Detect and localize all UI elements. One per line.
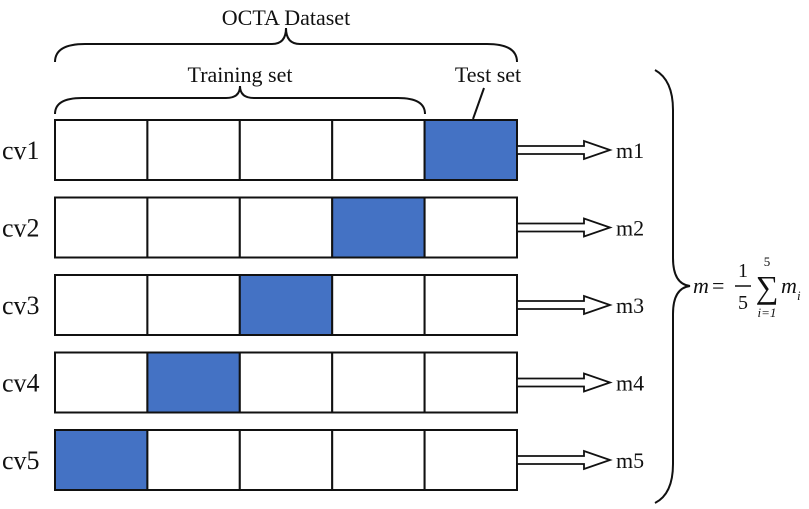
cv-rows: cv1 m1 cv2 m2 cv3 m3 cv4 m4 cv5 m5 xyxy=(2,119,644,491)
training-fold xyxy=(146,274,241,336)
test-fold xyxy=(238,274,334,336)
fold-metric: m4 xyxy=(616,371,644,396)
formula-sum-upper: 5 xyxy=(764,254,771,269)
test-fold xyxy=(146,351,241,414)
training-fold xyxy=(423,429,519,491)
formula-equals: = xyxy=(712,273,724,298)
training-set-label: Training set xyxy=(188,62,293,87)
cv-label: cv1 xyxy=(2,136,40,165)
result-arrow xyxy=(516,217,613,238)
fold-metric: m1 xyxy=(616,138,644,163)
test-fold xyxy=(54,429,149,491)
formula-term-subscript: i xyxy=(797,288,801,303)
test-fold xyxy=(423,119,519,181)
result-arrow xyxy=(516,294,613,316)
training-fold xyxy=(54,196,149,259)
training-fold xyxy=(238,429,334,491)
aggregation-bracket xyxy=(654,69,691,504)
formula-lhs: m xyxy=(693,273,709,298)
training-fold xyxy=(238,196,334,259)
training-set-brace xyxy=(54,85,426,115)
training-fold xyxy=(146,119,241,181)
training-fold xyxy=(331,119,426,181)
formula-sum-symbol: ∑ xyxy=(756,269,779,305)
cv-label: cv2 xyxy=(2,214,40,243)
training-fold xyxy=(146,429,241,491)
formula-sum-lower: i=1 xyxy=(758,305,777,320)
test-fold xyxy=(331,196,426,259)
cv-label: cv4 xyxy=(2,369,40,398)
training-fold xyxy=(238,351,334,414)
training-fold xyxy=(331,429,426,491)
training-fold xyxy=(238,119,334,181)
test-set-label: Test set xyxy=(455,62,521,87)
fold-metric: m3 xyxy=(616,293,644,318)
training-fold xyxy=(54,119,149,181)
result-arrow xyxy=(516,372,613,393)
training-fold xyxy=(54,274,149,336)
formula-numerator: 1 xyxy=(738,260,748,282)
training-fold xyxy=(423,196,519,259)
cv-label: cv3 xyxy=(2,291,40,320)
training-fold xyxy=(423,351,519,414)
dataset-brace xyxy=(54,27,518,63)
training-fold xyxy=(146,196,241,259)
mean-formula: m = 1 5 5 ∑ i=1 m i xyxy=(693,254,801,320)
result-arrow xyxy=(516,139,613,161)
dataset-label: OCTA Dataset xyxy=(222,5,350,30)
formula-term: m xyxy=(781,273,797,298)
result-arrow xyxy=(516,449,613,471)
fold-metric: m2 xyxy=(616,216,644,241)
test-set-pointer xyxy=(472,87,485,120)
training-fold xyxy=(331,351,426,414)
formula-denominator: 5 xyxy=(738,292,748,314)
training-fold xyxy=(54,351,149,414)
fold-metric: m5 xyxy=(616,448,644,473)
training-fold xyxy=(423,274,519,336)
cv-label: cv5 xyxy=(2,446,40,475)
training-fold xyxy=(331,274,426,336)
